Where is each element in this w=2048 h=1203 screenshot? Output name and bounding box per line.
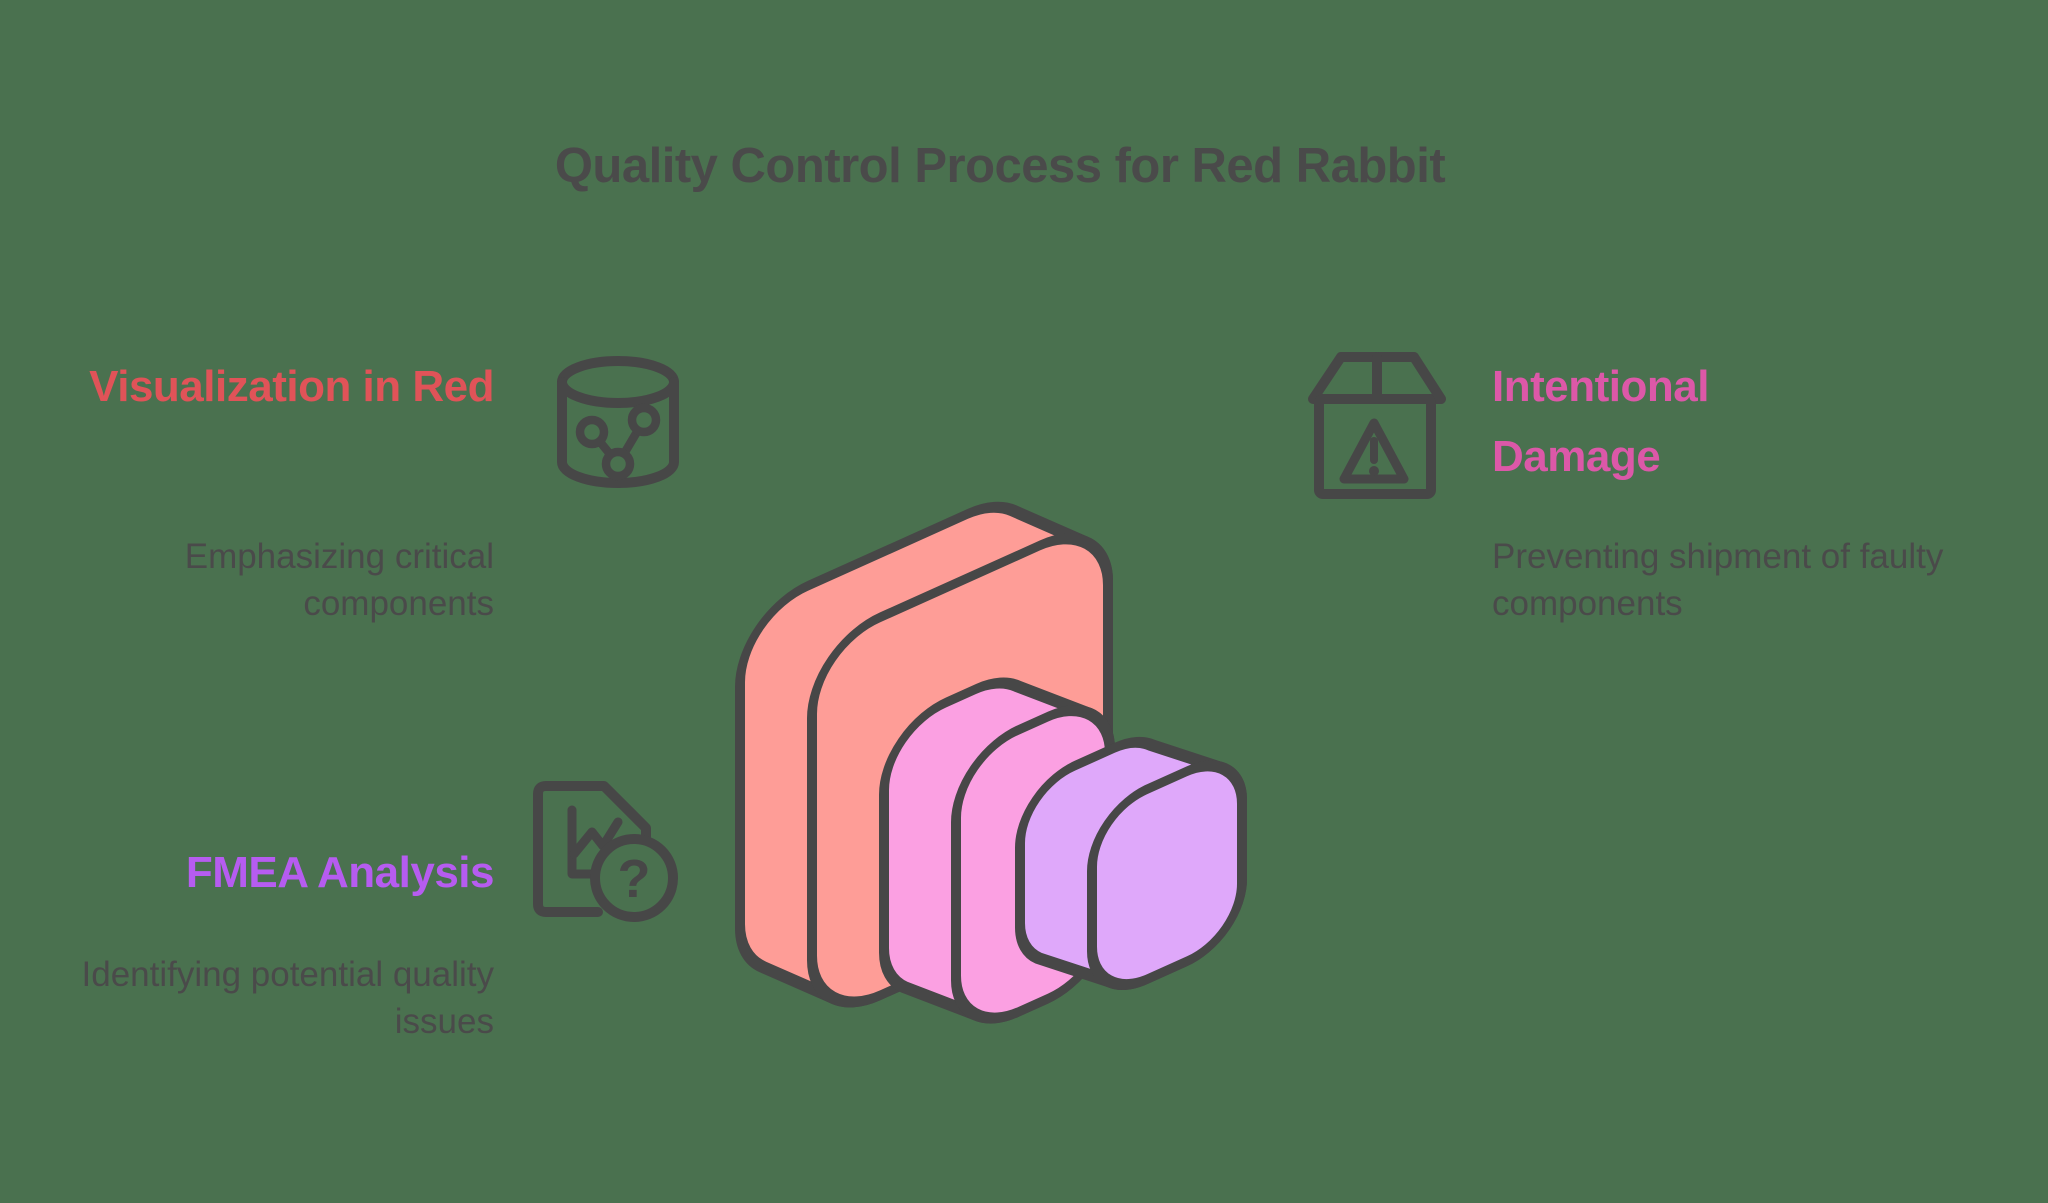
database-share-icon xyxy=(557,356,679,488)
visualization-heading: Visualization in Red xyxy=(89,362,494,411)
fmea-heading: FMEA Analysis xyxy=(185,848,495,897)
stacked-squares-illustration xyxy=(735,501,1247,1024)
document-chart-question-icon: ? xyxy=(533,781,678,922)
damage-description: Preventing shipment of faulty components xyxy=(1492,537,1944,623)
fmea-description: Identifying potential quality issues xyxy=(81,955,495,1041)
page-title: Quality Control Process for Red Rabbit xyxy=(554,139,1446,193)
warning-triangle xyxy=(1339,418,1409,484)
visualization-description: Emphasizing critical components xyxy=(184,537,494,623)
question-mark: ? xyxy=(618,849,651,909)
damage-heading: Intentional Damage xyxy=(1492,362,1709,481)
question-circle xyxy=(590,834,678,922)
package-warning-icon xyxy=(1308,352,1446,499)
small-square xyxy=(1015,736,1247,991)
